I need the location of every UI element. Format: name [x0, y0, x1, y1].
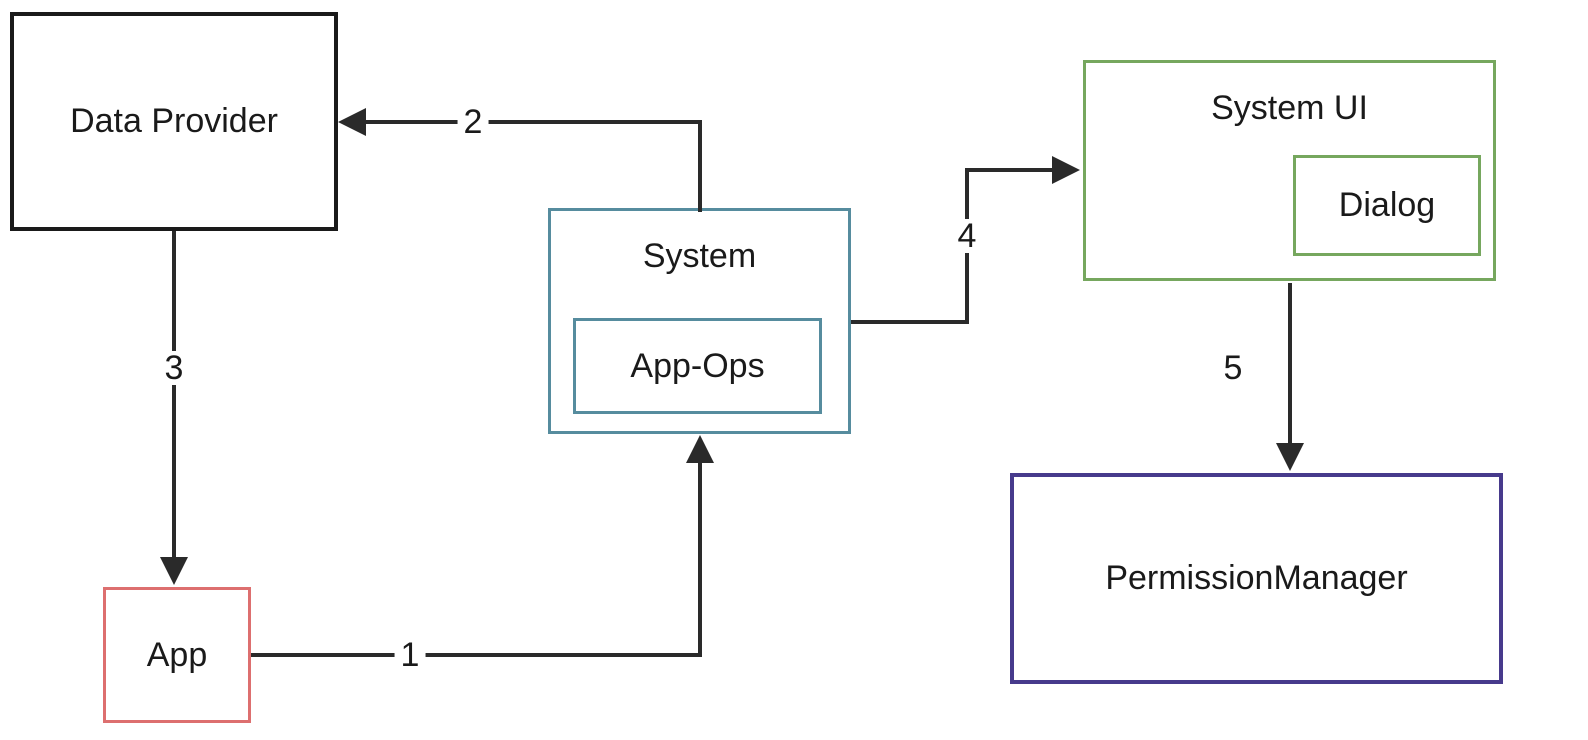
edge-1-horizontal-segment [251, 653, 702, 657]
edge-5-vertical-segment [1288, 283, 1292, 445]
node-dialog: Dialog [1293, 155, 1481, 256]
edge-2-vertical-segment [698, 120, 702, 212]
edge-2-horizontal-segment [360, 120, 702, 124]
node-data-provider: Data Provider [10, 12, 338, 231]
node-dialog-label: Dialog [1338, 186, 1436, 224]
edge-4-upper-horizontal-segment [965, 168, 1052, 172]
edge-1-vertical-segment [698, 463, 702, 657]
edge-2-arrowhead-icon [338, 108, 366, 136]
edge-4-arrowhead-icon [1052, 156, 1080, 184]
edge-3-vertical-segment [172, 231, 176, 557]
node-permission-manager: PermissionManager [1010, 473, 1503, 684]
node-system: System App-Ops [548, 208, 851, 434]
node-data-provider-label: Data Provider [70, 102, 278, 140]
edge-5-arrowhead-icon [1276, 443, 1304, 471]
edge-3-arrowhead-icon [160, 557, 188, 585]
edge-1-label: 1 [394, 638, 426, 672]
edge-4-lower-horizontal-segment [851, 320, 969, 324]
edge-1-arrowhead-icon [686, 435, 714, 463]
edge-5-label: 5 [1217, 351, 1249, 385]
node-app-label: App [146, 635, 208, 674]
node-app-ops: App-Ops [573, 318, 822, 414]
node-system-label: System [642, 237, 757, 275]
node-system-ui: System UI Dialog [1083, 60, 1496, 281]
edge-3-label: 3 [158, 351, 190, 385]
node-app: App [103, 587, 251, 723]
edge-2-label: 2 [457, 105, 489, 139]
node-system-ui-label: System UI [1211, 89, 1368, 127]
edge-4-label: 4 [951, 219, 983, 253]
node-app-ops-label: App-Ops [630, 346, 765, 385]
node-permission-manager-label: PermissionManager [1105, 559, 1408, 597]
